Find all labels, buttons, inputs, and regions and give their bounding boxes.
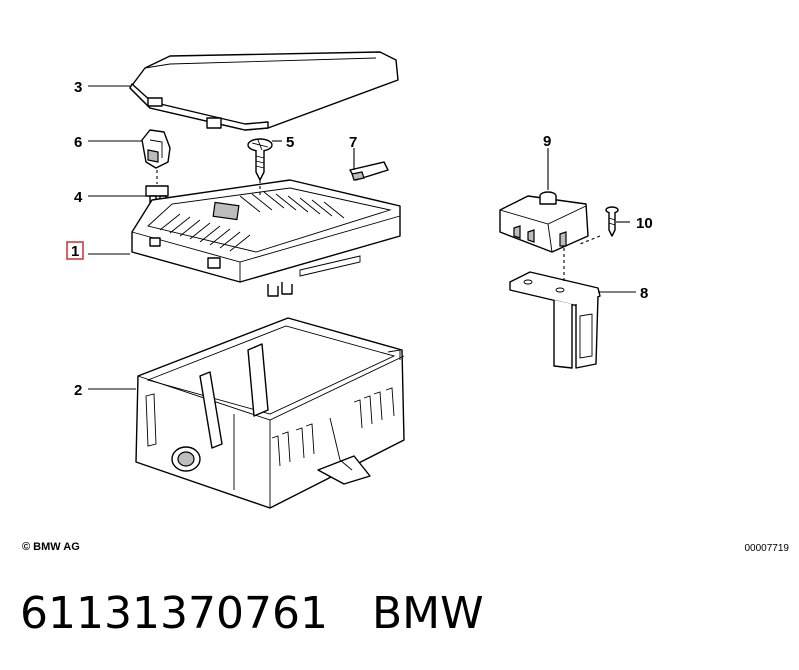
brand-name: BMW xyxy=(371,588,484,639)
part-number: 61131370761 xyxy=(20,588,328,639)
leader-lines xyxy=(88,85,636,390)
callout-9: 9 xyxy=(543,133,551,150)
image-id: 00007719 xyxy=(744,543,790,554)
exploded-parts-diagram: 3 6 4 1 2 5 7 9 10 8 xyxy=(66,51,653,509)
part-8-bracket xyxy=(509,271,601,369)
callout-5: 5 xyxy=(286,134,294,151)
part-10-screw xyxy=(605,206,619,237)
callout-1: 1 xyxy=(71,243,79,260)
part-1-fuse-box xyxy=(131,179,401,297)
callout-labels: 3 6 4 1 2 5 7 9 10 8 xyxy=(66,79,653,399)
part-caption: 61131370761 BMW xyxy=(20,588,484,639)
part-9-relay xyxy=(499,191,589,253)
callout-4: 4 xyxy=(74,189,83,206)
callout-8: 8 xyxy=(640,285,648,302)
callout-1-highlight-box xyxy=(66,241,84,260)
callout-3: 3 xyxy=(74,79,82,96)
part-2-housing xyxy=(135,317,405,509)
copyright-notice: © BMW AG xyxy=(22,541,80,553)
part-3-cover xyxy=(129,51,399,131)
callout-10: 10 xyxy=(636,215,653,232)
callout-7: 7 xyxy=(349,134,357,151)
callout-2: 2 xyxy=(74,382,82,399)
part-7-plate xyxy=(349,161,389,181)
callout-6: 6 xyxy=(74,134,82,151)
part-5-screw xyxy=(247,138,273,181)
part-6-clip xyxy=(141,129,171,169)
